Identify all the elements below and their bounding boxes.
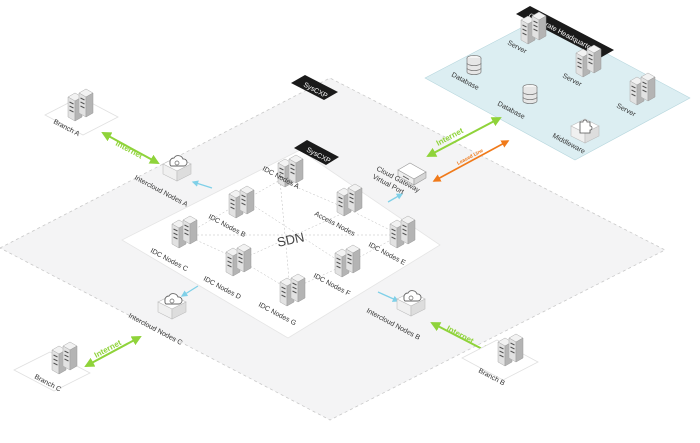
internet-label-a: Internet bbox=[114, 139, 144, 161]
puzzle-icon bbox=[570, 118, 600, 144]
intercloud-arrows bbox=[180, 180, 404, 302]
hq-plane bbox=[424, 17, 691, 161]
database-cylinder-icon bbox=[522, 84, 538, 104]
branch-c: Branch C bbox=[13, 342, 91, 393]
link-branch-c-internet: Internet bbox=[84, 336, 142, 367]
sdn-label: SDN bbox=[276, 229, 306, 249]
link-branch-a-internet: Internet bbox=[101, 132, 160, 164]
database-cylinder-icon bbox=[466, 55, 482, 75]
gateway-router-icon bbox=[397, 162, 427, 186]
branch-a: Branch A bbox=[44, 89, 119, 138]
